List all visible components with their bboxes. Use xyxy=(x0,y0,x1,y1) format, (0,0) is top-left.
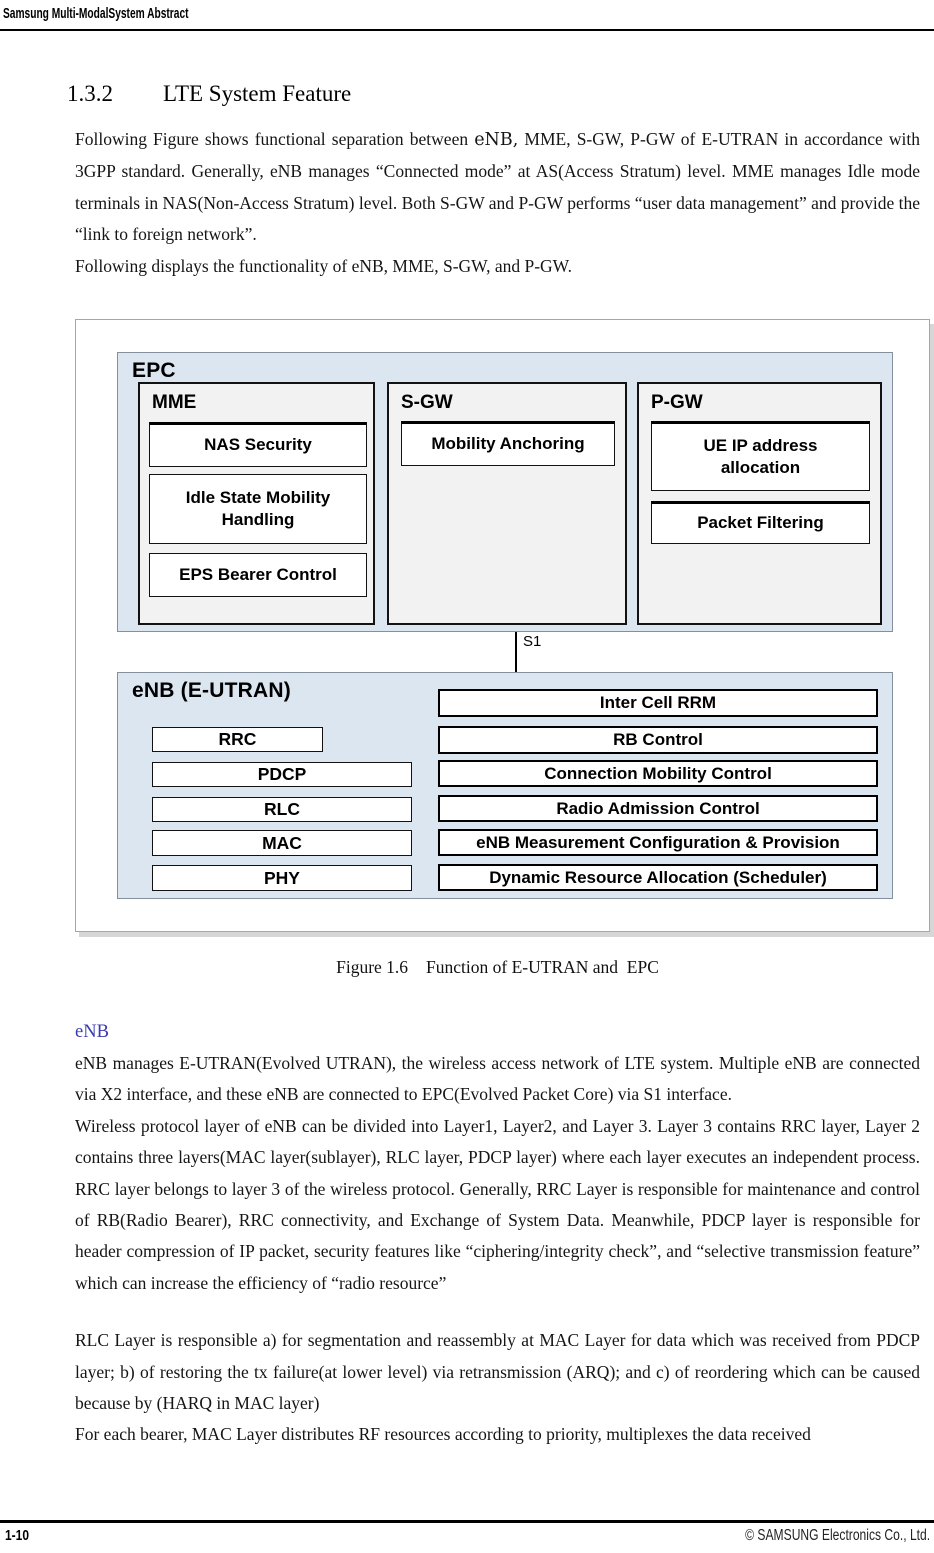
section-number: 1.3.2 xyxy=(67,81,113,106)
mme-function-idle-state-mobility: Idle State Mobility Handling xyxy=(149,474,367,544)
sgw-panel: S-GW Mobility Anchoring xyxy=(387,382,627,625)
page-header-title: Samsung Multi-ModalSystem Abstract xyxy=(3,5,189,22)
enb-function-inter-cell-rrm: Inter Cell RRM xyxy=(438,689,878,717)
enb-layer-pdcp: PDCP xyxy=(152,762,412,787)
enb-layer-phy: PHY xyxy=(152,865,412,891)
mme-function-eps-bearer-control: EPS Bearer Control xyxy=(149,553,367,597)
enb-function-connection-mobility: Connection Mobility Control xyxy=(438,760,878,787)
mme-panel: MME NAS Security Idle State Mobility Han… xyxy=(138,382,375,625)
enb-label: eNB (E-UTRAN) xyxy=(132,679,291,702)
pgw-function-ue-ip-allocation: UE IP address allocation xyxy=(651,421,870,491)
header-rule xyxy=(0,29,934,31)
enb-function-measurement-config: eNB Measurement Configuration & Provisio… xyxy=(438,829,878,856)
figure-caption-text: Function of E-UTRAN and EPC xyxy=(426,957,659,977)
pgw-function-packet-filtering: Packet Filtering xyxy=(651,501,870,544)
enb-function-rb-control: RB Control xyxy=(438,726,878,754)
intro-paragraph-1: Following Figure shows functional separa… xyxy=(75,124,920,251)
intro-paragraphs: Following Figure shows functional separa… xyxy=(75,124,920,282)
enb-description-section: eNB eNB manages E-UTRAN(Evolved UTRAN), … xyxy=(75,1016,920,1451)
enb-paragraph-1: eNB manages E-UTRAN(Evolved UTRAN), the … xyxy=(75,1053,920,1105)
intro-paragraph-2: Following displays the functionality of … xyxy=(75,255,572,276)
figure-frame: EPC MME NAS Security Idle State Mobility… xyxy=(75,319,930,932)
enb-subheading: eNB xyxy=(75,1022,109,1042)
figure-caption-label: Figure 1.6 xyxy=(336,957,409,977)
enb-function-dynamic-resource: Dynamic Resource Allocation (Scheduler) xyxy=(438,864,878,891)
section-title: LTE System Feature xyxy=(163,81,352,106)
sgw-label: S-GW xyxy=(401,392,453,413)
enb-layer-rlc: RLC xyxy=(152,797,412,822)
epc-block: EPC MME NAS Security Idle State Mobility… xyxy=(117,352,893,632)
enb-function-radio-admission: Radio Admission Control xyxy=(438,795,878,822)
intro-p1-pre: Following Figure shows functional separa… xyxy=(75,129,475,149)
intro-p1-post: MME, S-GW, P-GW of E-UTRAN in accordance… xyxy=(75,129,920,245)
enb-layer-rrc: RRC xyxy=(152,727,323,752)
enb-block: eNB (E-UTRAN) RRC PDCP RLC MAC PHY Inter… xyxy=(117,672,893,899)
s1-interface-line xyxy=(515,632,517,672)
footer-copyright: © SAMSUNG Electronics Co., Ltd. xyxy=(745,1527,930,1544)
pgw-panel: P-GW UE IP address allocation Packet Fil… xyxy=(637,382,882,625)
enb-layer-mac: MAC xyxy=(152,830,412,856)
mme-label: MME xyxy=(152,392,197,413)
s1-interface-label: S1 xyxy=(523,633,542,650)
mme-function-nas-security: NAS Security xyxy=(149,422,367,467)
enb-paragraph-4: For each bearer, MAC Layer distributes R… xyxy=(75,1424,811,1445)
enb-paragraph-3: RLC Layer is responsible a) for segmenta… xyxy=(75,1330,920,1414)
figure-caption: Figure 1.6 Function of E-UTRAN and EPC xyxy=(75,957,920,978)
pgw-label: P-GW xyxy=(651,392,703,413)
footer-rule xyxy=(0,1520,934,1523)
sgw-function-mobility-anchoring: Mobility Anchoring xyxy=(401,421,615,466)
enb-paragraph-2: Wireless protocol layer of eNB can be di… xyxy=(75,1115,920,1293)
intro-p1-enb: eNB, xyxy=(474,130,519,150)
section-heading: 1.3.2 LTE System Feature xyxy=(67,80,351,108)
footer-page-number: 1-10 xyxy=(5,1527,30,1544)
epc-label: EPC xyxy=(132,359,176,382)
